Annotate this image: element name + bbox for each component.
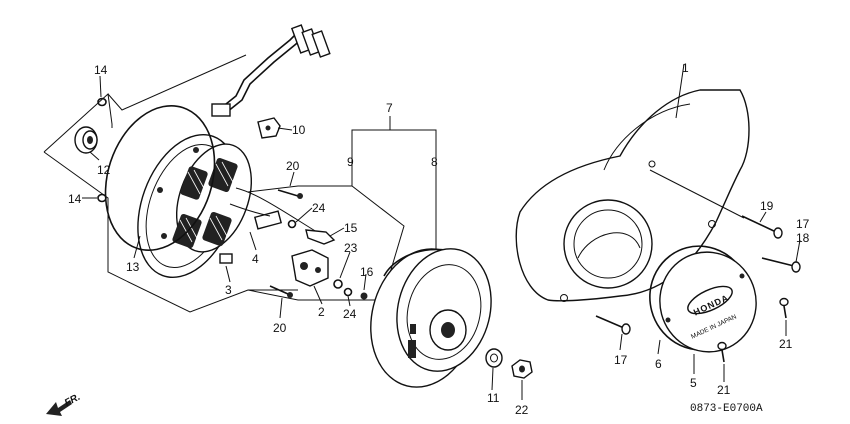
callout-22: 22 — [515, 403, 529, 417]
callout-12: 12 — [97, 163, 111, 177]
washer-part-24-lower — [343, 287, 353, 297]
callout-2: 2 — [318, 305, 325, 319]
nut-part-22 — [511, 359, 533, 379]
callout-11: 11 — [487, 391, 500, 405]
pulser-group-outline — [247, 185, 405, 301]
callout-23: 23 — [344, 241, 358, 255]
callout-14-lower: 14 — [68, 192, 82, 206]
bolt-part-19 — [741, 215, 783, 239]
screw-part-20-upper — [277, 189, 303, 199]
callout-24-upper: 24 — [312, 201, 326, 215]
screw-part-16 — [360, 292, 368, 300]
callout-19: 19 — [760, 199, 774, 213]
stator-assembly-part-4 — [137, 134, 331, 278]
washer-part-23 — [333, 279, 343, 289]
callout-13: 13 — [126, 260, 140, 274]
callout-7: 7 — [386, 101, 393, 115]
oil-seal-part-12 — [74, 126, 98, 154]
inspection-cover-part-5 — [659, 251, 757, 353]
callout-bracket-7-8-9 — [351, 116, 437, 250]
front-direction-label: FR. — [63, 392, 82, 409]
screw-part-21-right — [779, 297, 789, 319]
crankcase-cover-part-1 — [515, 89, 750, 302]
callout-4: 4 — [252, 252, 259, 266]
callout-18: 18 — [796, 231, 810, 245]
o-ring-part-14-upper — [97, 97, 107, 107]
wire-harness — [211, 24, 331, 117]
washer-part-11 — [485, 348, 503, 368]
callout-16: 16 — [360, 265, 374, 279]
flywheel-rotor-part-8 — [370, 248, 492, 388]
washer-part-24-upper — [287, 219, 297, 229]
stator-group-outline — [43, 54, 298, 313]
pickup-part-15 — [305, 229, 336, 245]
callout-9: 9 — [347, 155, 354, 169]
callout-1: 1 — [682, 61, 689, 75]
bolt-part-18 — [761, 257, 801, 273]
callout-3: 3 — [225, 283, 232, 297]
front-direction-arrow: FR. — [46, 392, 82, 416]
diagram-code: 0873-E0700A — [690, 403, 763, 415]
callout-24-lower: 24 — [343, 307, 357, 321]
pulser-part-2 — [291, 249, 329, 287]
callout-14-upper: 14 — [94, 63, 108, 77]
callout-17-lower: 17 — [614, 353, 628, 367]
o-ring-part-14-lower — [97, 193, 107, 203]
callout-20-upper: 20 — [286, 159, 300, 173]
callout-8: 8 — [431, 155, 438, 169]
callout-20-lower: 20 — [273, 321, 287, 335]
block-part-3 — [219, 253, 233, 264]
callout-21-lower: 21 — [717, 383, 731, 397]
screw-part-21-lower — [717, 341, 727, 363]
callout-21-right: 21 — [779, 337, 793, 351]
grommet-part-10 — [257, 117, 281, 139]
callout-17-right: 17 — [796, 217, 810, 231]
bolt-guide-line — [649, 169, 745, 219]
callout-5: 5 — [690, 376, 697, 390]
callout-labels: 14 12 14 13 4 3 10 20 24 15 23 16 24 2 2… — [68, 61, 810, 417]
callout-6: 6 — [655, 357, 662, 371]
bolt-part-17-lower — [595, 315, 631, 335]
callout-15: 15 — [344, 221, 358, 235]
screw-part-20-lower — [269, 285, 293, 298]
callout-10: 10 — [292, 123, 306, 137]
leader-lines — [82, 63, 801, 400]
